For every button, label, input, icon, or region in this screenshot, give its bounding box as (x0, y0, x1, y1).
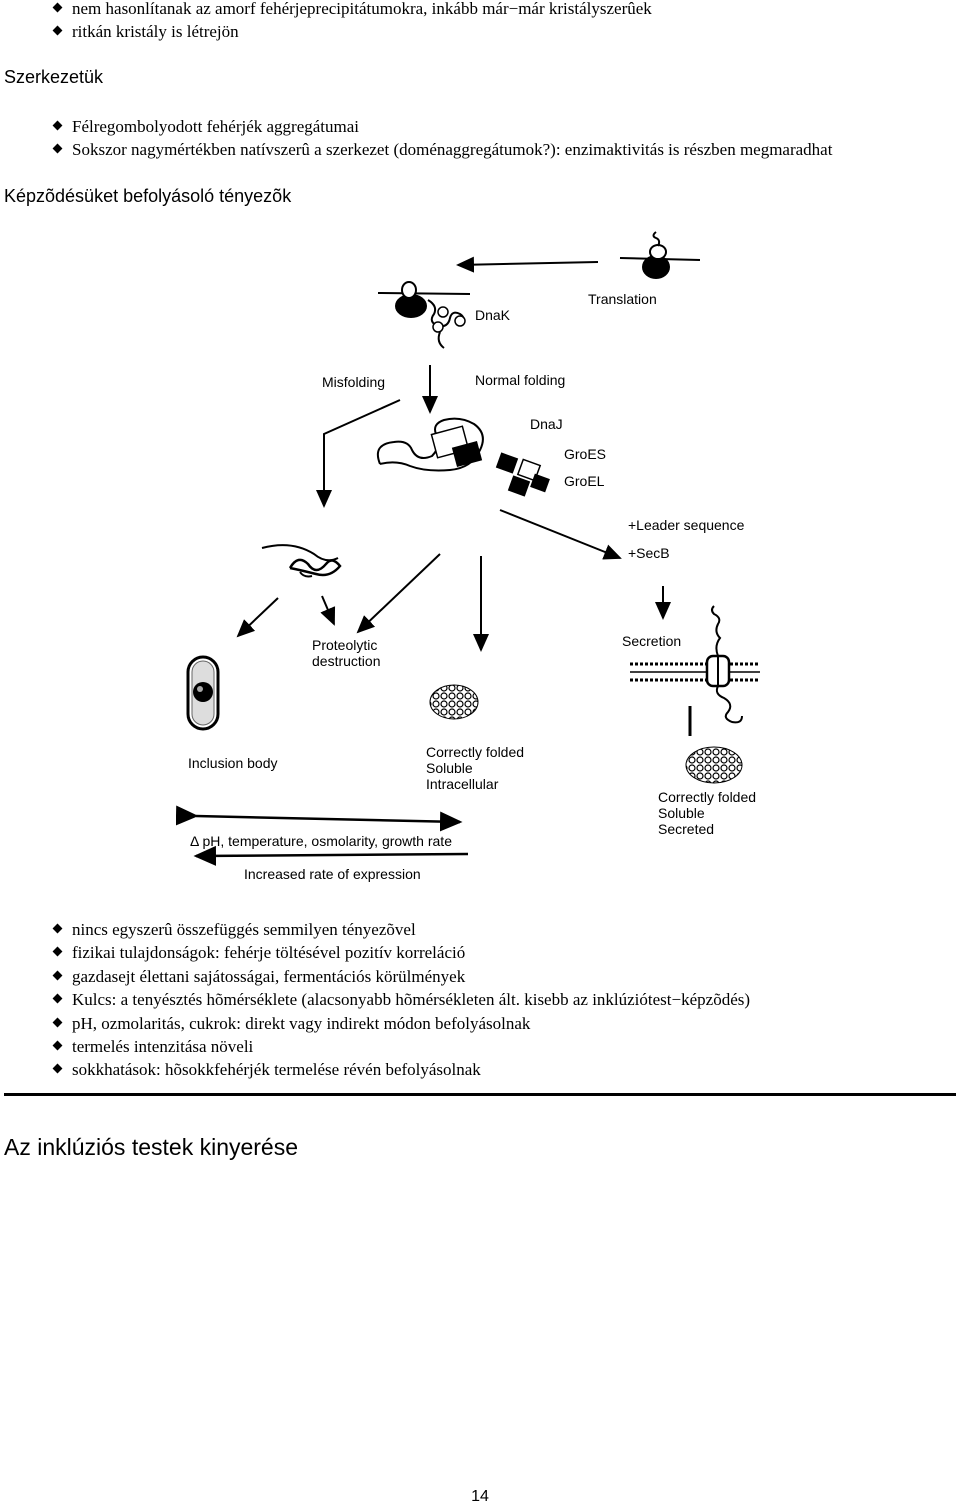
intracellular-label-line3: Intracellular (426, 776, 499, 792)
list-item: nincs egyszerû összefüggés semmilyen tén… (52, 918, 750, 941)
list-item: nem hasonlítanak az amorf fehérjeprecipi… (52, 0, 652, 20)
structure-bullet-list: Félregombolyodott fehérjék aggregátumai … (52, 115, 832, 162)
normal-folding-label: Normal folding (475, 372, 565, 388)
translation-label: Translation (588, 291, 657, 307)
diamond-bullet-icon (52, 25, 63, 36)
intracellular-label-line1: Correctly folded (426, 744, 524, 760)
list-item: gazdasejt élettani sajátosságai, ferment… (52, 965, 750, 988)
secreted-label-line2: Soluble (658, 805, 705, 821)
secreted-label-line1: Correctly folded (658, 789, 756, 805)
secreted-protein-cluster-illustration (685, 746, 743, 784)
diamond-bullet-icon (52, 1063, 63, 1074)
list-item: Kulcs: a tenyésztés hõmérséklete (alacso… (52, 988, 750, 1011)
structure-heading: Szerkezetük (4, 67, 104, 87)
list-item: fizikai tulajdonságok: fehérje töltéséve… (52, 941, 750, 964)
proteolysis-arrow-right (356, 553, 441, 634)
diamond-bullet-icon (52, 923, 63, 934)
secb-label: +SecB (628, 545, 670, 561)
diamond-bullet-icon (52, 1040, 63, 1051)
list-item: sokkhatások: hõsokkfehérjék termelése ré… (52, 1058, 750, 1081)
proteolytic-label-line1: Proteolytic (312, 637, 377, 653)
dnaj-label: DnaJ (530, 416, 563, 432)
expression-label: Increased rate of expression (244, 866, 421, 882)
leader-sequence-label: +Leader sequence (628, 517, 745, 533)
proteolysis-arrow-left (236, 597, 279, 638)
list-item: Félregombolyodott fehérjék aggregátumai (52, 115, 832, 138)
ribosome-translation-illustration (619, 231, 701, 279)
misfolding-label: Misfolding (322, 374, 385, 390)
diamond-bullet-icon (52, 970, 63, 981)
list-item: ritkán kristály is létrejön (52, 20, 652, 43)
secretion-path-arrow (499, 509, 622, 560)
conditions-label: Δ pH, temperature, osmolarity, growth ra… (190, 833, 452, 849)
list-item: termelés intenzitása növeli (52, 1035, 750, 1058)
groel-label: GroEL (564, 473, 605, 489)
dnak-label: DnaK (475, 307, 511, 323)
intracellular-label-line2: Soluble (426, 760, 473, 776)
factors-heading: Képzõdésüket befolyásoló tényezõk (4, 186, 292, 206)
section-title: Az inklúziós testek kinyerése (4, 1134, 299, 1160)
proteolysis-arrow-middle (320, 595, 336, 626)
diamond-bullet-icon (52, 993, 63, 1004)
misfolding-arrow (316, 399, 401, 508)
secretion-label: Secretion (622, 633, 681, 649)
inclusion-body-cell-illustration (186, 655, 220, 731)
diamond-bullet-icon (52, 120, 63, 131)
soluble-protein-cluster-illustration (429, 684, 479, 720)
top-bullet-list: nem hasonlítanak az amorf fehérjeprecipi… (52, 0, 652, 44)
factor-bullet-list: nincs egyszerû összefüggés semmilyen tén… (52, 918, 750, 1082)
membrane-secretion-illustration (630, 605, 760, 736)
expression-arrow (193, 845, 469, 866)
proteolytic-label-line2: destruction (312, 653, 380, 669)
groes-label: GroES (564, 446, 606, 462)
diamond-bullet-icon (52, 143, 63, 154)
misfolded-protein-illustration (261, 544, 342, 578)
translation-arrow (456, 256, 599, 273)
diamond-bullet-icon (52, 2, 63, 13)
secreted-label-line3: Secreted (658, 821, 714, 837)
protein-folding-diagram: Translation DnaK Misfolding Normal foldi… (175, 231, 760, 882)
page-number: 14 (471, 1488, 489, 1505)
conditions-double-arrow (175, 805, 463, 832)
dnak-complex-illustration (377, 281, 471, 349)
chaperone-complex-illustration (376, 417, 550, 497)
section-divider (4, 1093, 956, 1096)
diamond-bullet-icon (52, 1017, 63, 1028)
list-item: Sokszor nagymértékben natívszerû a szerk… (52, 138, 832, 161)
diamond-bullet-icon (52, 946, 63, 957)
list-item: pH, ozmolaritás, cukrok: direkt vagy ind… (52, 1012, 750, 1035)
inclusion-body-label: Inclusion body (188, 755, 278, 771)
